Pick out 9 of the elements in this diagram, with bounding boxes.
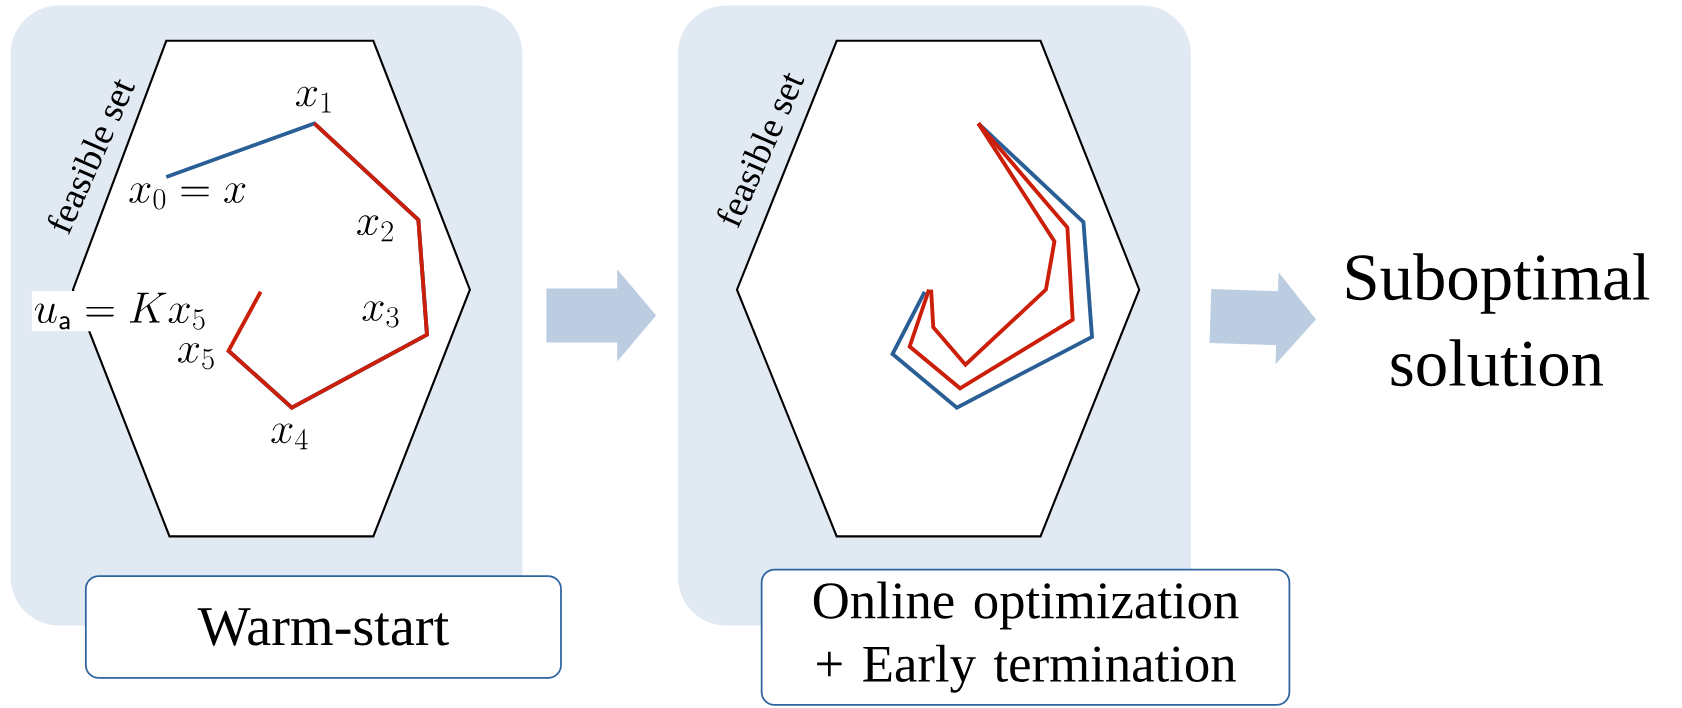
text-box: Warm-start	[84, 575, 562, 679]
text-box: Online optimization + Early termination	[760, 568, 1291, 706]
point-label: $u_\mathsf{a} = Kx_5$	[31, 291, 209, 332]
point-label: $x_3$	[359, 299, 403, 329]
point-label: $x_1$	[293, 85, 336, 115]
point-label: $x_0 = x$	[126, 181, 250, 211]
point-label: $x_4$	[268, 422, 311, 452]
point-label: $x_2$	[354, 214, 397, 243]
result-text: Suboptimal solution	[1346, 253, 1650, 387]
